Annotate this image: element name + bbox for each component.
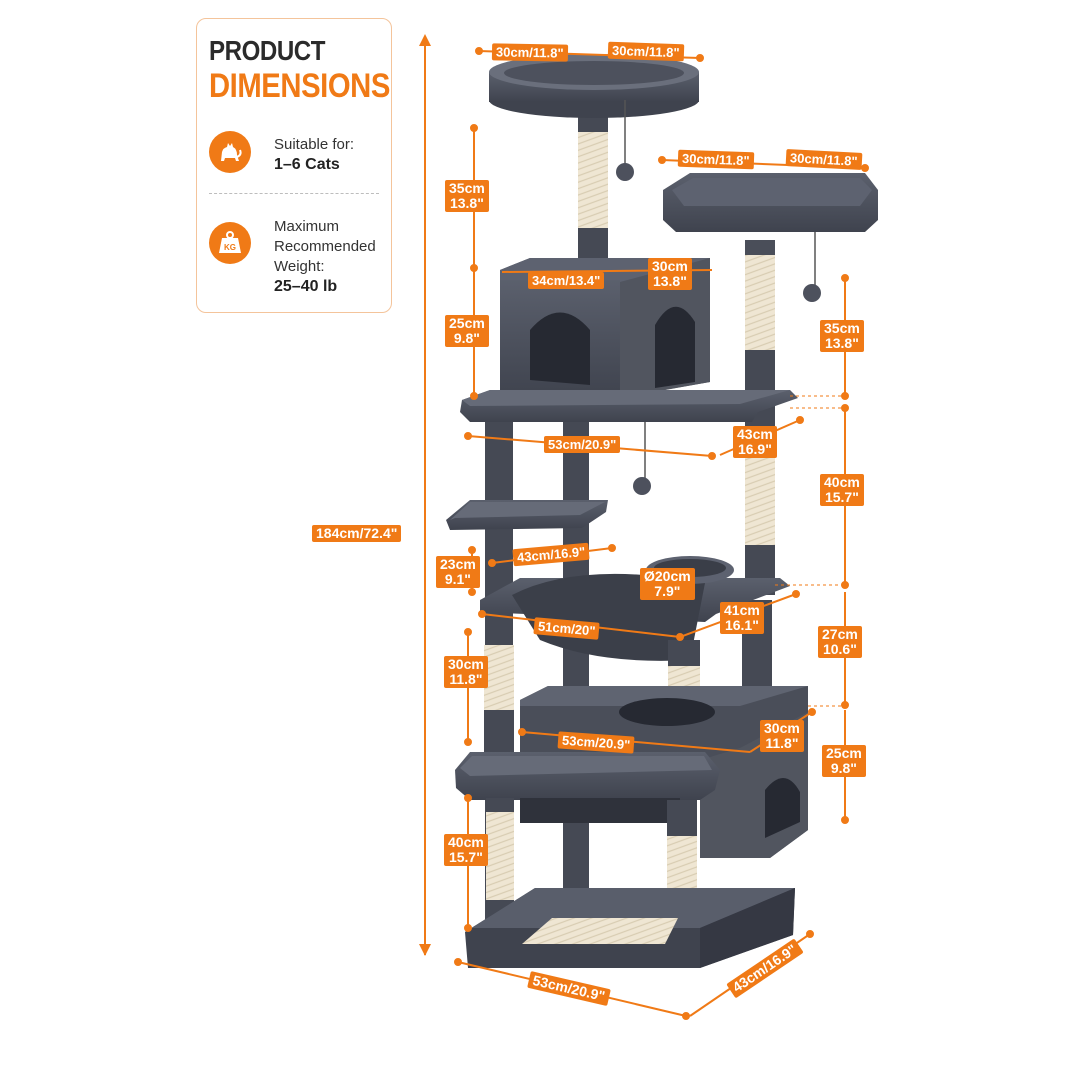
sisal-post — [745, 450, 775, 550]
platform-width-label: 53cm/20.9" — [544, 436, 621, 453]
dangling-ball — [803, 284, 821, 302]
post — [484, 710, 514, 755]
weight-block: Maximum Recommended Weight: 25–40 lb — [274, 217, 376, 297]
top-perch-depth-label: 30cm/11.8" — [607, 41, 684, 62]
post — [563, 410, 589, 910]
weight-label-3: Weight: — [274, 258, 325, 275]
sisal-post — [578, 132, 608, 230]
weight-label-2: Recommended — [274, 238, 376, 255]
overall-height-label: 184cm/72.4" — [312, 525, 402, 542]
top-perch-width-label: 30cm/11.8" — [491, 43, 568, 62]
side-perch-width-label: 30cm/11.8" — [677, 149, 754, 170]
weight-value: 25–40 lb — [274, 278, 338, 295]
sisal-post — [486, 812, 514, 902]
cat-icon — [209, 131, 251, 173]
dangling-ball — [616, 163, 634, 181]
suitable-label: Suitable for: — [274, 136, 355, 153]
divider — [209, 193, 379, 194]
weight-kg-icon: KG — [209, 222, 251, 264]
post — [745, 350, 775, 395]
post — [578, 115, 608, 135]
sisal-post — [745, 255, 775, 355]
card-title-dimensions: DIMENSIONS — [209, 67, 390, 105]
info-card: PRODUCT DIMENSIONS Suitable for: 1–6 Cat… — [196, 18, 392, 313]
top-perch — [504, 61, 684, 85]
suitable-value: 1–6 Cats — [274, 156, 340, 173]
post — [667, 800, 697, 840]
suitable-block: Suitable for: 1–6 Cats — [274, 135, 354, 175]
post — [668, 640, 700, 670]
card-title-product: PRODUCT — [209, 35, 326, 66]
weight-label-1: Maximum — [274, 218, 340, 235]
kg-text: KG — [224, 243, 236, 252]
sisal-post — [484, 645, 514, 713]
scratch-pad — [522, 918, 678, 944]
dangling-ball — [633, 477, 651, 495]
condo-width-label: 34cm/13.4" — [528, 272, 605, 289]
